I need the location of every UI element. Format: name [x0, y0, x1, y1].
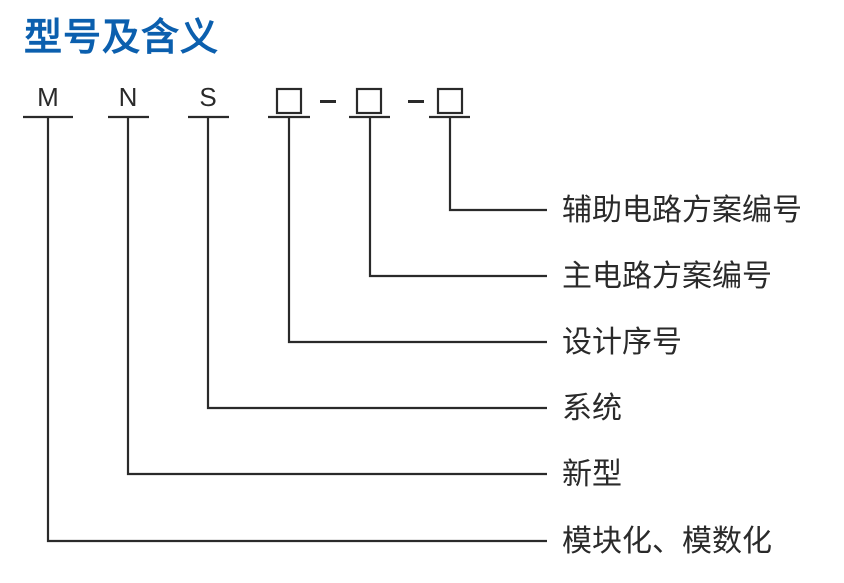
connector-main-circuit: [368, 117, 547, 278]
code-segment-s: S: [199, 82, 217, 112]
page-title: 型号及含义: [24, 15, 220, 59]
connector-new-type: [126, 117, 547, 476]
code-segment-n: N: [118, 82, 138, 112]
code-segment-m: M: [37, 82, 59, 112]
code-segment-box-design: [275, 87, 303, 115]
connector-design: [287, 117, 547, 344]
separator-dash-1: [320, 100, 336, 103]
meaning-new-type: 新型: [562, 457, 622, 492]
code-segment-box-main-circuit: [355, 87, 383, 115]
separator-dash-2: [408, 100, 424, 103]
meaning-modular: 模块化、模数化: [562, 524, 772, 559]
meaning-aux-circuit: 辅助电路方案编号: [562, 193, 802, 228]
connector-aux-circuit: [448, 117, 547, 212]
meaning-system: 系统: [562, 391, 622, 426]
connector-modular: [46, 117, 547, 543]
connector-system: [206, 117, 547, 410]
code-segment-box-aux-circuit: [436, 87, 464, 115]
meaning-design-number: 设计序号: [562, 325, 682, 360]
meaning-main-circuit: 主电路方案编号: [562, 259, 772, 294]
